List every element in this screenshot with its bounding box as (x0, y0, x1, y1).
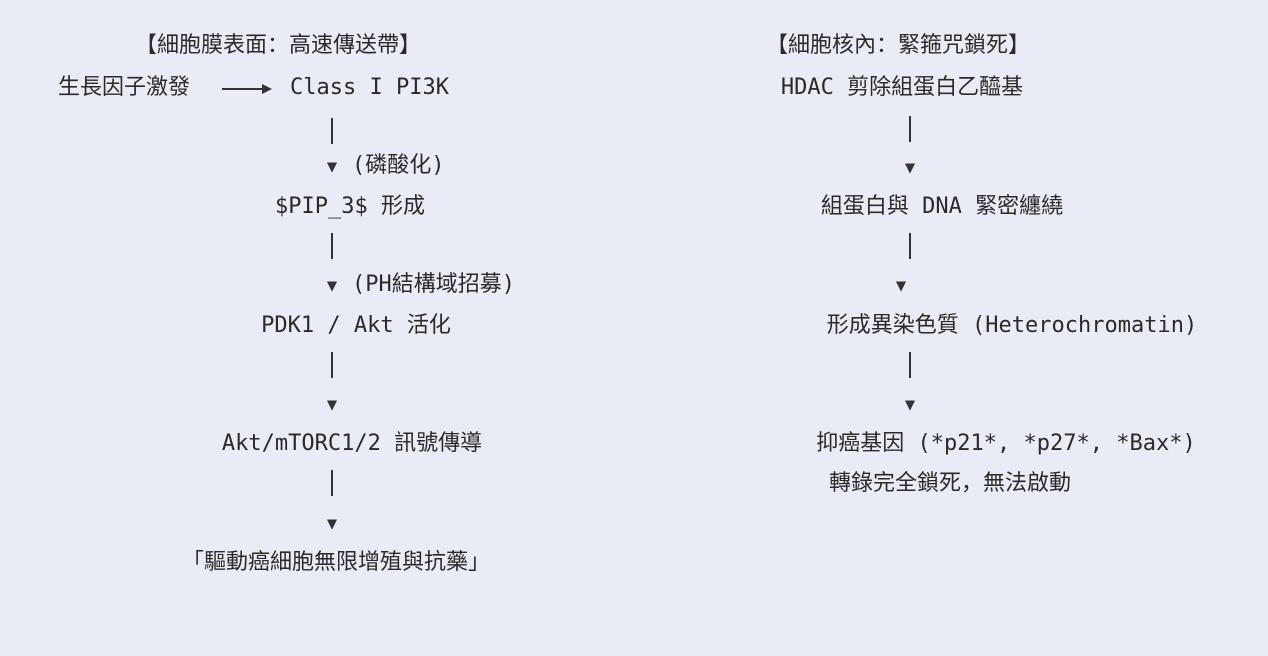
left-note-ph-domain: (PH結構域招募) (352, 272, 515, 297)
right-node-tumor-suppressors: 抑癌基因 (*p21*, *p27*, *Bax*) (816, 431, 1196, 456)
left-connector-3 (331, 352, 333, 378)
arrow-down-icon: ▼ (326, 395, 338, 415)
arrow-down-icon: ▼ (904, 158, 916, 178)
growth-factor-trigger: 生長因子激發 (58, 75, 191, 100)
arrow-down-icon: ▼ (326, 276, 338, 296)
right-node-histone-dna: 組蛋白與 DNA 緊密纏繞 (820, 194, 1064, 219)
right-node-transcription-locked: 轉錄完全鎖死，無法啟動 (828, 471, 1072, 496)
arrow-down-icon: ▼ (895, 276, 907, 296)
arrow-down-icon: ▼ (326, 514, 338, 534)
left-connector-2 (331, 233, 333, 259)
left-connector-1 (331, 118, 333, 144)
right-node-heterochromatin: 形成異染色質 (Heterochromatin) (826, 313, 1198, 338)
left-note-phosphorylation: (磷酸化) (352, 153, 445, 178)
right-connector-3 (909, 352, 911, 378)
right-connector-2 (909, 233, 911, 259)
left-connector-4 (331, 470, 333, 496)
left-title: 【細胞膜表面：高速傳送帶】 (134, 33, 422, 58)
right-title: 【細胞核內：緊箍咒鎖死】 (765, 33, 1031, 58)
trigger-arrow-head-icon (262, 84, 272, 94)
left-node-pi3k: Class I PI3K (290, 75, 449, 100)
left-node-mtorc: Akt/mTORC1/2 訊號傳導 (221, 431, 483, 456)
right-connector-1 (909, 116, 911, 142)
right-node-hdac: HDAC 剪除組蛋白乙醯基 (780, 75, 1024, 100)
left-node-outcome: 「驅動癌細胞無限增殖與抗藥」 (181, 550, 491, 575)
arrow-down-icon: ▼ (904, 395, 916, 415)
left-node-akt: PDK1 / Akt 活化 (261, 313, 451, 338)
left-node-pip3: $PIP_3$ 形成 (275, 194, 425, 219)
arrow-down-icon: ▼ (326, 157, 338, 177)
trigger-arrow-line (222, 88, 264, 90)
